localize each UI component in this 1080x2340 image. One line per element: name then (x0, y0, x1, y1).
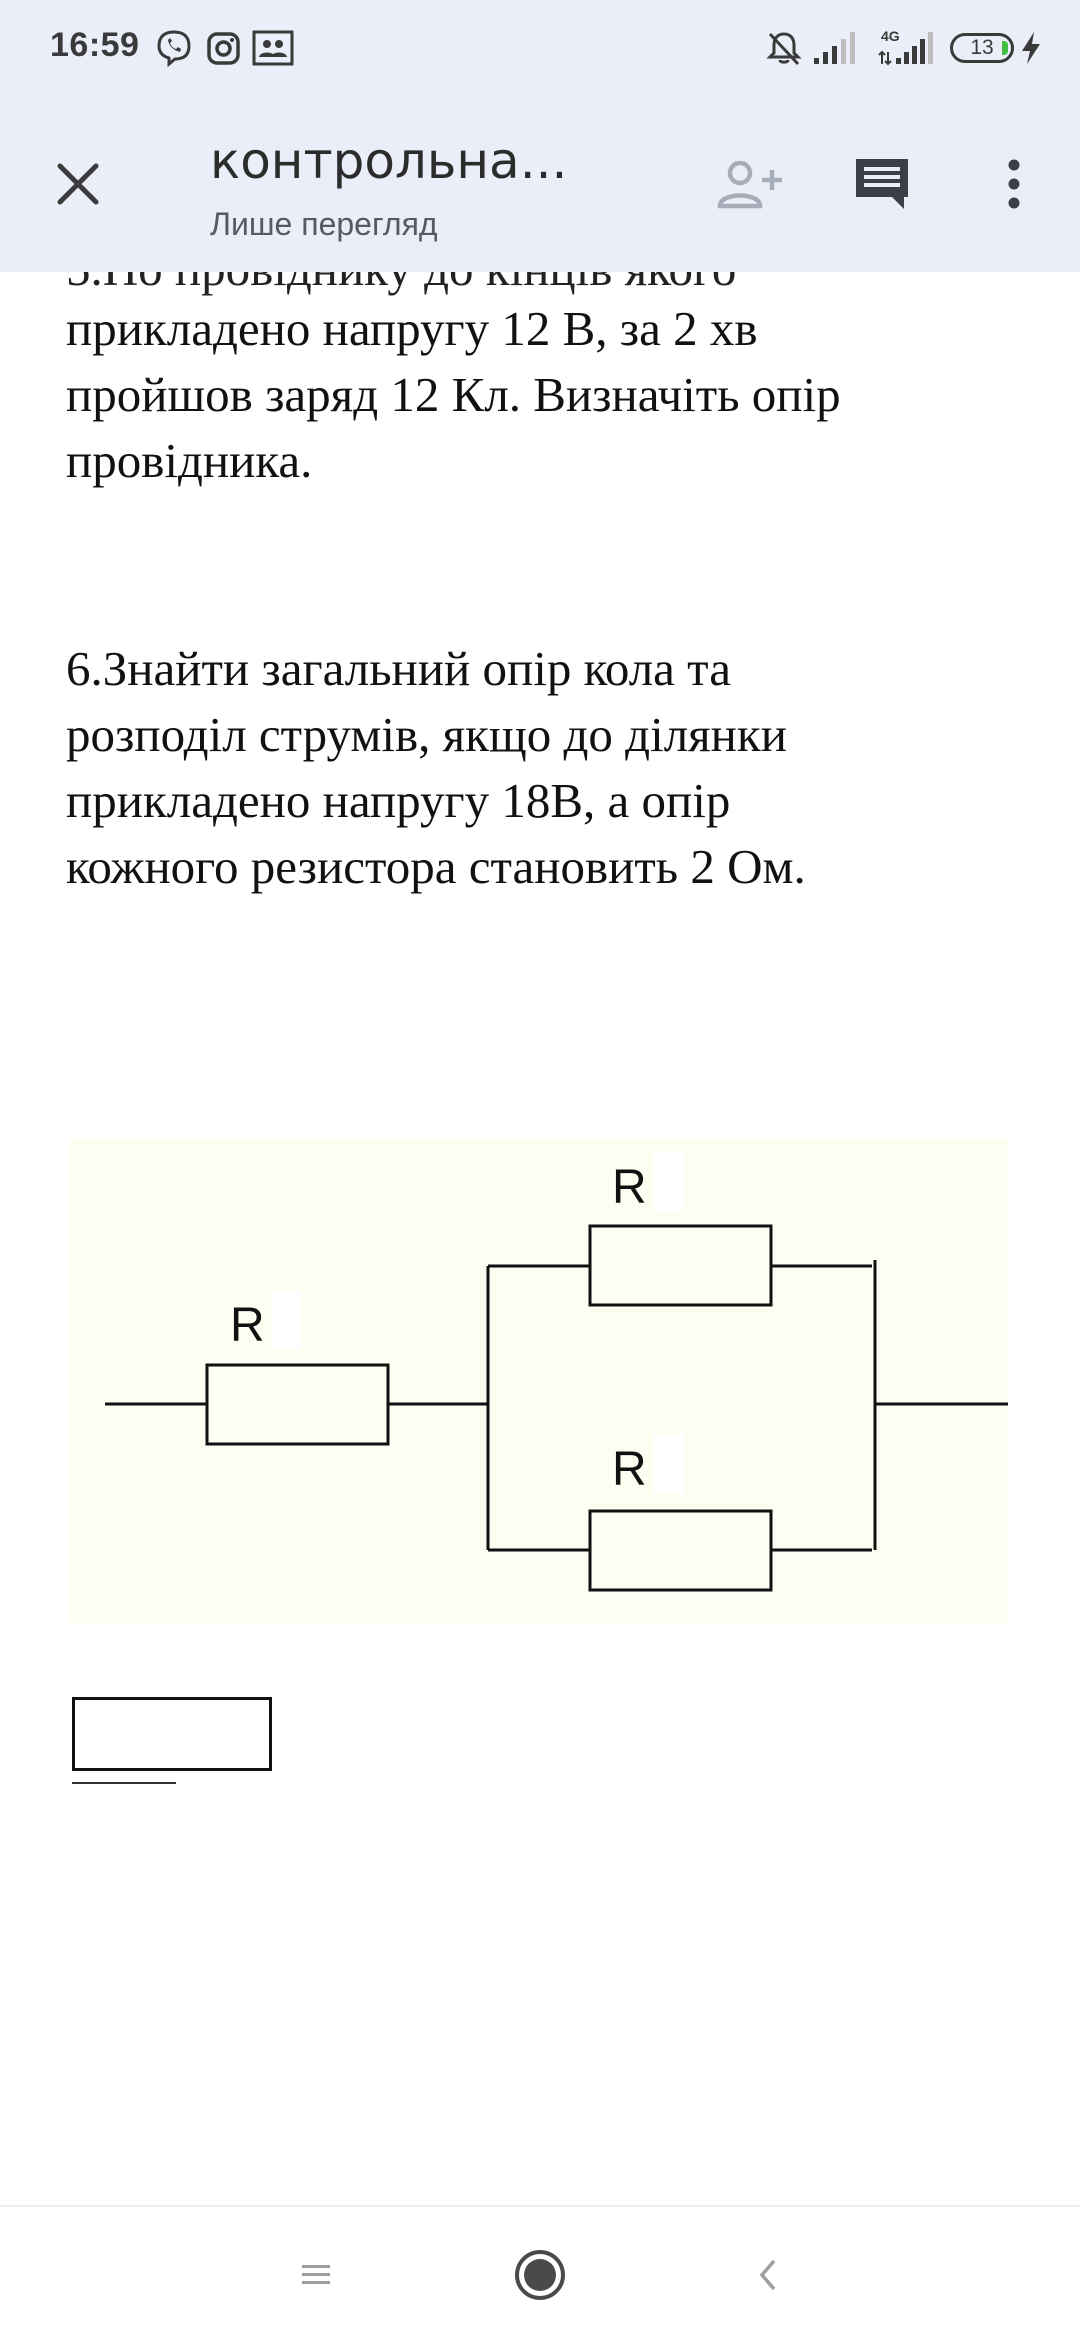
signal-icon (812, 28, 856, 68)
circuit-diagram: R R R (70, 1138, 1008, 1623)
menu-lines-icon (302, 2265, 330, 2284)
network-type: 4G (881, 28, 900, 44)
resistor-2-label: R (612, 1161, 647, 1214)
task-6-text: 6.Знайти загальний опір кола та розподіл… (66, 641, 806, 894)
label-mask-3 (654, 1434, 684, 1494)
more-options-button[interactable] (974, 144, 1054, 224)
bell-muted-icon (764, 28, 804, 68)
resistor-1 (205, 1363, 390, 1446)
drawing-line (72, 1782, 176, 1784)
back-chevron-icon (759, 2259, 776, 2291)
resistor-3-label: R (612, 1443, 647, 1496)
top-bar: 16:59 (0, 0, 1080, 272)
navigation-bar (0, 2205, 1080, 2340)
instagram-icon (204, 28, 244, 68)
comments-button[interactable] (842, 144, 922, 224)
label-mask-2 (654, 1152, 684, 1212)
battery-fill (1002, 41, 1008, 55)
close-button[interactable] (40, 146, 116, 222)
home-circle-icon (515, 2250, 565, 2300)
viber-icon (154, 28, 194, 68)
more-vert-icon (1008, 159, 1020, 209)
close-icon (57, 163, 99, 205)
contacts-card-icon (252, 28, 294, 68)
add-person-icon (717, 160, 782, 209)
battery-level: 13 (970, 36, 994, 59)
status-bar: 16:59 (0, 0, 1080, 96)
back-button[interactable] (728, 2235, 808, 2315)
document-view[interactable]: 5.По провіднику до кінців якого прикладе… (0, 0, 1080, 2205)
document-subtitle: Лише перегляд (210, 206, 438, 242)
label-mask-1 (272, 1290, 302, 1350)
task-5-cut-line: 5.По провіднику до кінців якого (66, 270, 1056, 302)
circuit-wires (105, 1224, 1008, 1592)
charging-bolt-icon (1018, 28, 1044, 68)
resistor-3 (588, 1509, 773, 1592)
drawing-rectangle (72, 1697, 272, 1771)
app-bar: контрольна... Лише перегляд (0, 96, 1080, 272)
signal-4g-icon (876, 28, 934, 68)
home-button[interactable] (500, 2235, 580, 2315)
status-time: 16:59 (50, 26, 140, 64)
document-title: контрольна... (210, 132, 568, 190)
resistor-1-label: R (230, 1299, 265, 1352)
recents-button[interactable] (276, 2235, 356, 2315)
resistor-2 (588, 1224, 773, 1307)
task-5-text: прикладено напругу 12 В, за 2 хв пройшов… (66, 301, 841, 488)
share-button[interactable] (710, 144, 790, 224)
battery-icon: 13 (950, 33, 1014, 63)
comment-icon (856, 159, 908, 209)
